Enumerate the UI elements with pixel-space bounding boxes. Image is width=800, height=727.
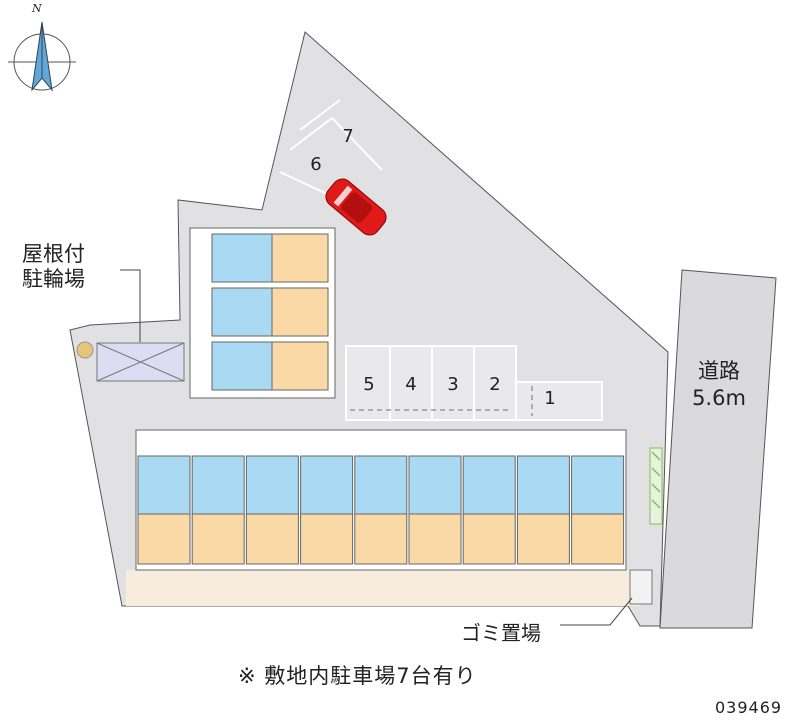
road-label: 道路 5.6m [674,358,764,412]
unit-lower [571,455,625,565]
road [659,269,777,629]
parking-space-6: 6 [310,154,321,175]
parking-space-4: 4 [405,374,416,395]
unit-lower [191,455,245,565]
unit-upper [211,287,329,337]
parking-space-2: 2 [489,374,500,395]
road-width-label: 5.6m [692,386,746,410]
road-label-line1: 道路 [698,359,740,383]
roof-label-line1: 屋根付 [22,242,85,266]
unit-lower [516,455,570,565]
footpath [126,570,640,606]
unit-lower [354,455,408,565]
tree [76,341,94,359]
planting [649,447,663,525]
parking-space-1: 1 [544,388,555,409]
garbage-area [629,569,653,605]
parking-space-3: 3 [447,374,458,395]
parking-note: ※ 敷地内駐車場7台有り [238,664,477,688]
unit-lower [245,455,299,565]
parking-space-7: 7 [342,126,353,147]
unit-lower [137,455,191,565]
parking-space-5: 5 [363,374,374,395]
compass-icon [8,21,76,92]
unit-upper [211,233,329,283]
car [325,178,387,236]
unit-lower [408,455,462,565]
unit-upper [211,341,329,391]
compass-north-label: N [32,2,42,15]
property-code: 039469 [715,698,783,717]
roof-label-line2: 駐輪場 [22,267,85,291]
unit-lower [462,455,516,565]
unit-lower [300,455,354,565]
roof-bike-parking-label: 屋根付 駐輪場 [22,242,85,292]
garbage-label: ゴミ置場 [461,621,541,645]
